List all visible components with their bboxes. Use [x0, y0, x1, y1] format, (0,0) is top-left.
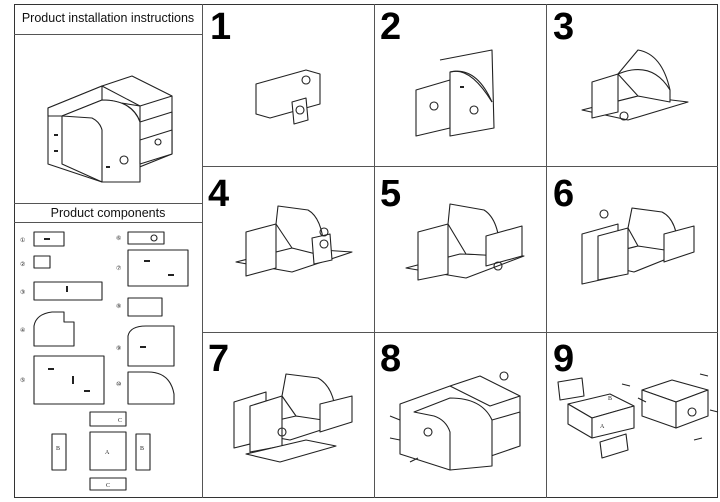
component-label-9: ⑨	[116, 345, 121, 352]
component-8: ⑧	[116, 297, 163, 317]
step-5-illustration	[405, 203, 525, 281]
drawer-part-b-label-left: B	[56, 446, 60, 452]
step-4-illustration	[235, 205, 353, 277]
component-label-6: ⑥	[116, 235, 121, 242]
drawer-part-c-label-top: C	[118, 418, 122, 424]
step-number-9: 9	[553, 338, 575, 380]
component-label-1: ①	[20, 237, 25, 244]
divider-row1	[202, 166, 718, 167]
divider-left	[202, 4, 203, 498]
step-7-illustration	[233, 373, 353, 463]
step-2-illustration	[415, 49, 495, 137]
sheet-frame	[14, 4, 718, 498]
step-1-illustration	[255, 69, 321, 125]
component-6: ⑥	[116, 231, 165, 245]
assembled-organizer-illustration	[47, 75, 173, 183]
step-3-illustration	[581, 49, 689, 121]
component-10: ⑩	[116, 371, 175, 405]
drawer-parts: C B A B C	[51, 411, 151, 491]
component-1: ①	[20, 231, 65, 247]
component-label-3: ③	[20, 289, 25, 296]
step-number-4: 4	[208, 173, 230, 215]
step-number-3: 3	[553, 6, 575, 48]
component-3: ③	[20, 281, 103, 301]
step-9-part-b-label: B	[608, 396, 612, 402]
component-label-10: ⑩	[116, 381, 121, 388]
step-number-2: 2	[380, 6, 402, 48]
component-label-7: ⑦	[116, 265, 121, 272]
divider-row2	[202, 332, 718, 333]
step-9-illustration: B A	[557, 373, 719, 459]
step-number-6: 6	[553, 173, 575, 215]
component-label-8: ⑧	[116, 303, 121, 310]
component-5: ⑤	[20, 355, 105, 405]
component-label-4: ④	[20, 327, 25, 334]
divider-components-title	[14, 222, 202, 223]
components-title: Product components	[50, 206, 166, 220]
divider-components	[14, 203, 202, 204]
divider-install-title	[14, 34, 202, 35]
step-9-part-a-label: A	[600, 424, 605, 430]
component-label-2: ②	[20, 261, 25, 268]
divider-col2	[374, 4, 375, 498]
step-number-7: 7	[208, 338, 230, 380]
divider-col3	[546, 4, 547, 498]
component-7: ⑦	[116, 249, 189, 287]
install-title: Product installation instructions	[21, 11, 195, 25]
drawer-part-a-label: A	[105, 450, 110, 456]
step-6-illustration	[581, 207, 695, 285]
step-number-8: 8	[380, 338, 402, 380]
component-2: ②	[20, 255, 51, 269]
step-number-5: 5	[380, 173, 402, 215]
component-9: ⑨	[116, 325, 175, 367]
components-illustration: ① ② ③ ④ ⑤ ⑥ ⑦	[20, 231, 189, 491]
step-number-1: 1	[210, 6, 232, 48]
component-label-5: ⑤	[20, 377, 25, 384]
drawer-part-b-label-right: B	[140, 446, 144, 452]
step-8-illustration	[389, 371, 521, 471]
drawer-part-c-label-bottom: C	[106, 483, 110, 489]
component-4: ④	[20, 311, 75, 347]
